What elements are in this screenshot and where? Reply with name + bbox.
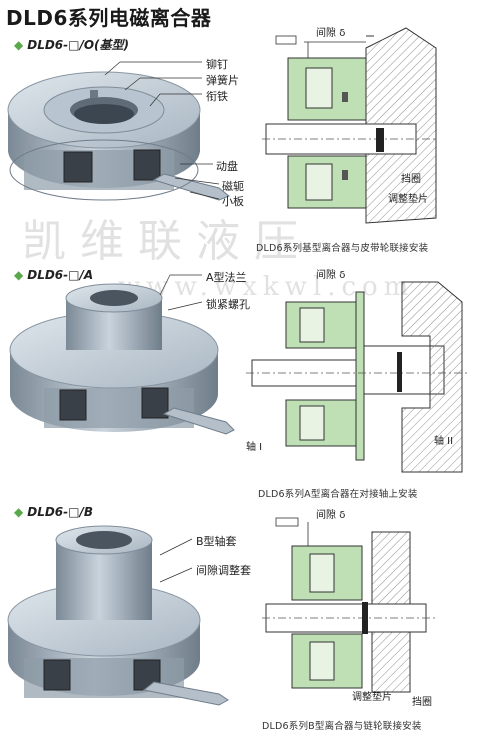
diamond-icon: ◆: [14, 505, 24, 519]
delta-text-3: δ: [339, 510, 346, 521]
delta-text-2: δ: [339, 270, 346, 281]
caption-3: DLD6系列B型离合器与链轮联接安装: [262, 721, 422, 732]
clutch-3d-type-a: [9, 283, 235, 435]
shim-label-1: 调整垫片: [388, 194, 428, 205]
callout-b-sleeve: B型轴套: [196, 535, 237, 548]
shim-label-3: 调整垫片: [352, 692, 392, 703]
callout-armature: 衔铁: [206, 90, 228, 103]
caption-2: DLD6系列A型离合器在对接轴上安装: [258, 489, 418, 500]
delta-text-1: δ: [339, 28, 346, 39]
diamond-icon: ◆: [14, 268, 24, 282]
drawing-butt-shaft-install: [246, 281, 467, 473]
callout-yoke: 磁轭: [222, 180, 244, 193]
gap-label-2: 间隙 δ: [316, 266, 345, 281]
ring-label-3: 挡圈: [412, 697, 432, 708]
gap-text-3: 间隙: [316, 510, 336, 521]
drawing-belt-pulley-install: [262, 27, 437, 224]
gap-label-1: 间隙 δ: [316, 24, 345, 39]
callout-a-flange: A型法兰: [206, 271, 247, 284]
section3-model: ◆DLD6-□/B: [14, 505, 93, 519]
section1-model-label: DLD6-□/O(基型): [27, 38, 130, 52]
gap-label-3: 间隙 δ: [316, 506, 345, 521]
shaft-2-label: 轴 II: [434, 436, 454, 447]
callout-gap-adjust-sleeve: 间隙调整套: [196, 564, 251, 577]
gap-text-2: 间隙: [316, 270, 336, 281]
clutch-3d-type-b: [7, 525, 229, 706]
caption-1: DLD6系列基型离合器与皮带轮联接安装: [256, 243, 429, 254]
section3-model-label: DLD6-□/B: [27, 505, 93, 519]
gap-text-1: 间隙: [316, 28, 336, 39]
callout-small-plate: 小板: [222, 195, 244, 208]
clutch-3d-basic: [7, 71, 230, 201]
section2-model-label: DLD6-□/A: [27, 268, 94, 282]
page-title: DLD6系列电磁离合器: [6, 6, 212, 30]
callout-lock-screw-hole: 锁紧螺孔: [206, 298, 250, 311]
callout-moving-disc: 动盘: [216, 160, 238, 173]
diamond-icon: ◆: [14, 38, 24, 52]
section2-model: ◆DLD6-□/A: [14, 268, 93, 282]
shaft-1-label: 轴 I: [246, 442, 263, 453]
callout-rivet: 铆钉: [206, 58, 228, 71]
drawing-sprocket-install: [262, 517, 436, 693]
section1-model: ◆DLD6-□/O(基型): [14, 36, 129, 53]
ring-label-1: 挡圈: [401, 174, 421, 185]
callout-spring-plate: 弹簧片: [206, 74, 239, 87]
watermark-name: 凯 维 联 液 压: [22, 216, 298, 267]
